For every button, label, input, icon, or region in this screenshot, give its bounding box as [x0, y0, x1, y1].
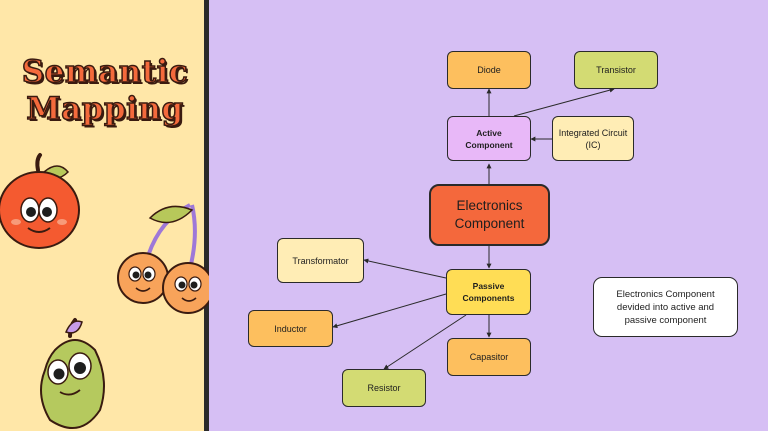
node-transformator: Transformator	[277, 238, 364, 283]
edge-passive-resistor	[383, 314, 467, 370]
node-active-component: Active Component	[447, 116, 531, 161]
divider	[204, 0, 209, 431]
node-passive-components: Passive Components	[446, 269, 531, 315]
node-transistor: Transistor	[574, 51, 658, 89]
node-inductor: Inductor	[248, 310, 333, 347]
edge-passive-inductor	[332, 293, 447, 329]
page-title-line2: Mapping	[26, 91, 184, 127]
page-title-line1: Semantic	[21, 54, 189, 90]
note-box: Electronics Component devided into activ…	[593, 277, 738, 337]
node-electronics-component: Electronics Component	[429, 184, 550, 246]
pear-character-icon	[40, 318, 105, 429]
node-integrated-circuit: Integrated Circuit (IC)	[552, 116, 634, 161]
fruit-illustrations	[0, 153, 209, 429]
node-diode: Diode	[447, 51, 531, 89]
node-capasitor: Capasitor	[447, 338, 531, 376]
edge-passive-transformator	[363, 258, 447, 279]
node-resistor: Resistor	[342, 369, 426, 407]
apple-character-icon	[0, 153, 80, 249]
cherries-character-icon	[117, 203, 209, 314]
edge-active-transistor	[513, 87, 615, 117]
